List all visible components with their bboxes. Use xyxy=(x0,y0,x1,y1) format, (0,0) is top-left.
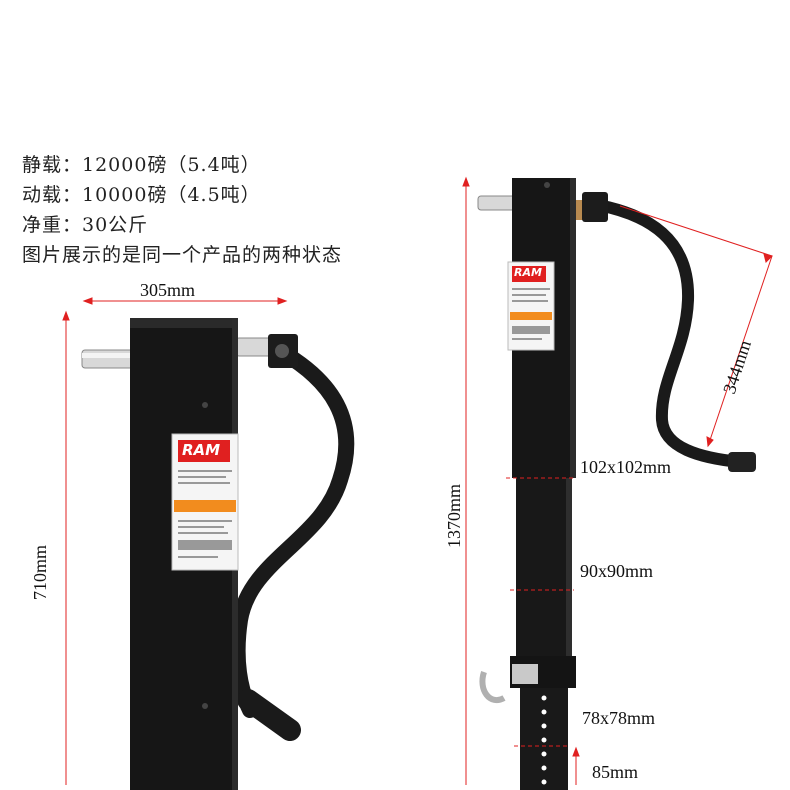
spec-static-load: 静载：12000磅（5.4吨） xyxy=(22,154,261,176)
dim-outer-tube: 102x102mm xyxy=(580,457,672,477)
dim-extended-height: 1370mm xyxy=(444,483,464,548)
jack-retracted xyxy=(81,318,355,790)
dim-inner-tube: 78x78mm xyxy=(582,708,656,728)
dimension-lines-left xyxy=(62,297,288,785)
spec-net-weight: 净重：30公斤 xyxy=(22,214,149,236)
ram-logo: RAM xyxy=(182,441,221,459)
ram-logo-small: RAM xyxy=(514,266,542,279)
spec-dynamic-load: 动载：10000磅（4.5吨） xyxy=(22,184,261,206)
jack-extended xyxy=(477,178,756,790)
dim-hole-spacing: 85mm xyxy=(592,762,639,782)
dimension-lines-right xyxy=(462,176,773,785)
dim-retracted-height: 710mm xyxy=(30,544,50,600)
dim-handle-width: 305mm xyxy=(140,280,196,300)
dim-middle-tube: 90x90mm xyxy=(580,561,654,581)
spec-note: 图片展示的是同一个产品的两种状态 xyxy=(22,244,343,266)
